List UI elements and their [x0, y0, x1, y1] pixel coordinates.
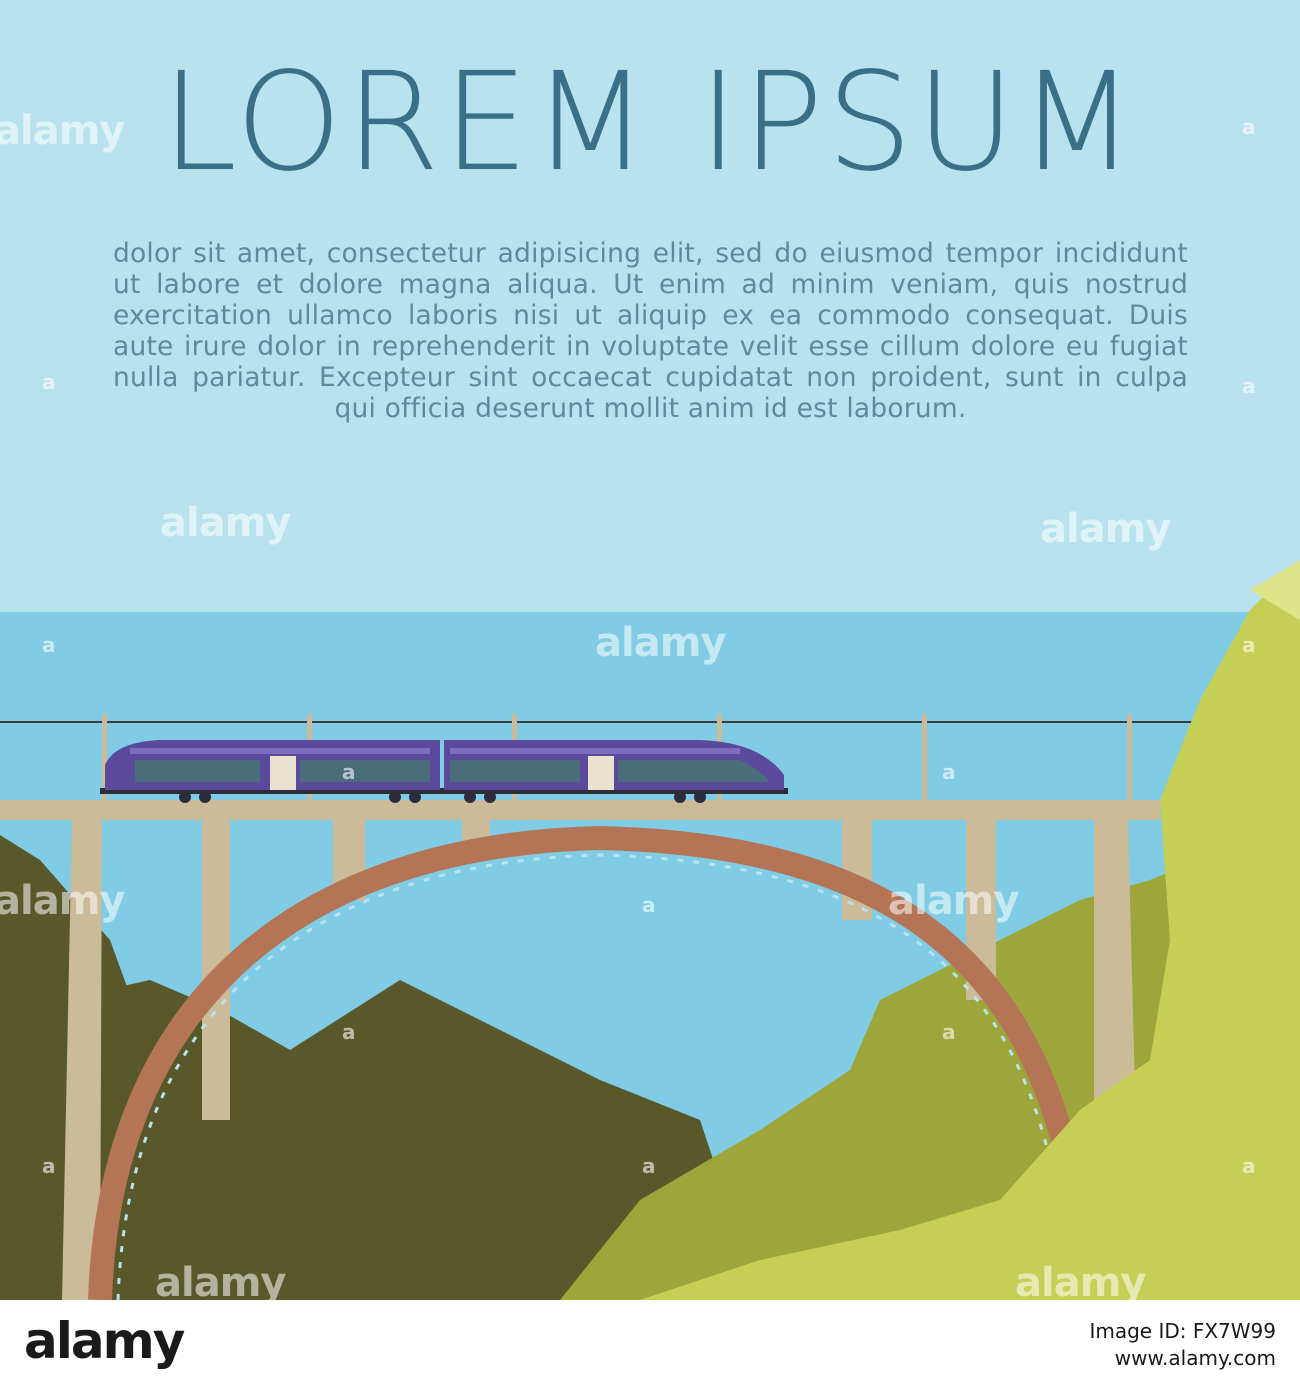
alamy-logo: alamy — [24, 1312, 185, 1370]
watermark-mark: a — [42, 1154, 56, 1178]
watermark-mark: a — [42, 633, 56, 657]
watermark-logo: alamy — [595, 620, 726, 666]
image-id: Image ID: FX7W99 — [1089, 1319, 1276, 1343]
watermark-logo: alamy — [160, 500, 291, 546]
light-hill-peak — [1250, 560, 1300, 620]
watermark-logo: alamy — [888, 878, 1019, 924]
watermark-logo: alamy — [0, 108, 125, 154]
watermark-mark: a — [1242, 1154, 1256, 1178]
train-icon — [100, 740, 788, 803]
poster: LOREM IPSUM dolor sit amet, consectetur … — [0, 0, 1300, 1300]
watermark-logo: alamy — [0, 878, 125, 924]
bridge-arch-truss — [116, 853, 1052, 1300]
site-url: www.alamy.com — [1114, 1346, 1276, 1370]
light-hill-right — [640, 560, 1300, 1300]
watermark-mark: a — [942, 1020, 956, 1044]
watermark-mark: a — [1242, 633, 1256, 657]
watermark-logo: alamy — [1015, 1260, 1146, 1300]
poster-title: LOREM IPSUM — [161, 44, 1139, 202]
bridge-arch — [88, 825, 1080, 1300]
watermark-mark: a — [942, 760, 956, 784]
watermark-mark: a — [642, 1154, 656, 1178]
watermark-logo: alamy — [1040, 506, 1171, 552]
watermark-mark: a — [1242, 115, 1256, 139]
watermark-mark: a — [42, 370, 56, 394]
sky — [0, 0, 1300, 612]
footer-bar: alamy Image ID: FX7W99 www.alamy.com — [0, 1300, 1300, 1390]
landscape-illustration — [0, 0, 1300, 1300]
watermark-mark: a — [342, 760, 356, 784]
bridge-deck — [0, 800, 1160, 820]
watermark-logo: alamy — [155, 1260, 286, 1300]
watermark-mark: a — [642, 893, 656, 917]
dark-hill-middle — [0, 980, 760, 1300]
poster-body-text: dolor sit amet, consectetur adipisicing … — [113, 238, 1188, 424]
watermark-mark: a — [1242, 374, 1256, 398]
watermark-mark: a — [342, 1020, 356, 1044]
